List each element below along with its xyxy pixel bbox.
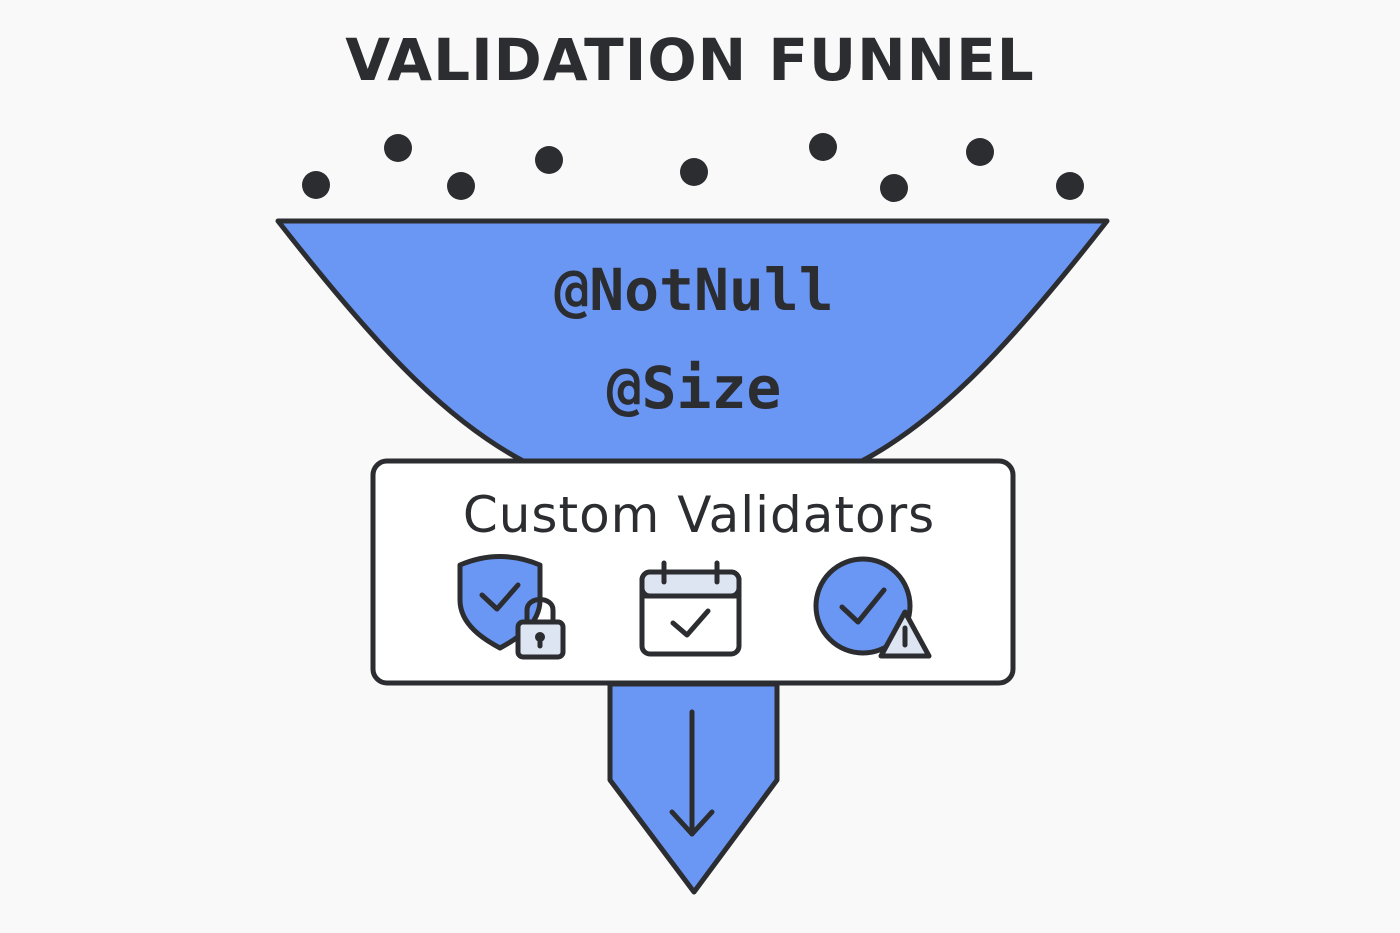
funnel-label-size: @Size: [607, 354, 782, 422]
shield-lock-icon: [457, 554, 566, 660]
particle: [447, 172, 475, 200]
input-particles: [302, 133, 1084, 202]
check-circle-warning-icon: [813, 556, 932, 659]
custom-validators-label: Custom Validators: [463, 486, 935, 544]
calendar-check-icon: [639, 560, 742, 657]
diagram-title: VALIDATION FUNNEL: [345, 26, 1034, 94]
particle: [535, 146, 563, 174]
particle: [680, 158, 708, 186]
particle: [302, 171, 330, 199]
funnel-label-notnull: @NotNull: [554, 256, 833, 324]
particle: [809, 133, 837, 161]
particle: [384, 134, 412, 162]
output-arrow-icon: [669, 709, 715, 837]
particle: [880, 174, 908, 202]
particle: [1056, 172, 1084, 200]
particle: [966, 138, 994, 166]
